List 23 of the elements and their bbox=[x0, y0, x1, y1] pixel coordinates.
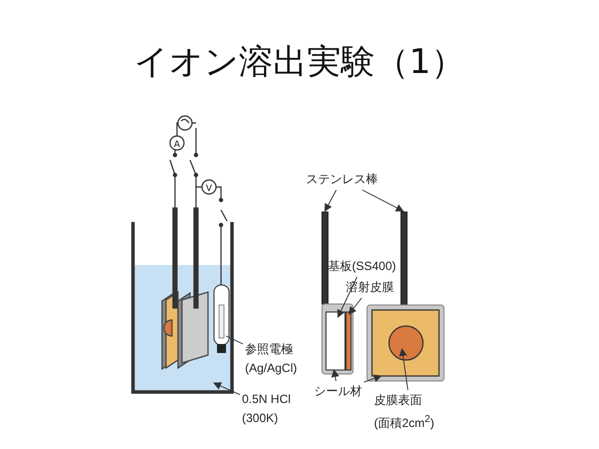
meter-letter: A bbox=[174, 140, 180, 150]
leader-arrow bbox=[213, 382, 240, 396]
electrode-label: 参照電極 (Ag/AgCl) bbox=[245, 340, 305, 378]
coating-surface bbox=[388, 325, 424, 361]
leader-arrow bbox=[324, 190, 337, 212]
seal bbox=[366, 304, 444, 382]
seal-label: シール材 bbox=[314, 382, 362, 401]
seal bbox=[322, 304, 354, 374]
leader-arrow bbox=[331, 369, 340, 382]
substrate-label: 基板(SS400) bbox=[328, 257, 396, 276]
title: イオン溶出実験（1） bbox=[133, 42, 466, 82]
leader-arrow bbox=[364, 374, 382, 383]
stainless-rod bbox=[322, 212, 328, 304]
leader-arrow bbox=[362, 190, 404, 212]
rod-label: ステンレス棒 bbox=[306, 170, 378, 189]
solution-label: 0.5N HCl (300K) bbox=[242, 390, 302, 428]
coating-layer bbox=[346, 312, 352, 370]
reference-electrode bbox=[214, 284, 230, 353]
meter-letter: V bbox=[206, 184, 212, 194]
surface-label: 皮膜表面 (面積2cm$^{2}$) bbox=[374, 391, 448, 433]
leader-line bbox=[226, 336, 244, 344]
substrate bbox=[326, 312, 346, 370]
leader-arrow bbox=[348, 298, 362, 315]
